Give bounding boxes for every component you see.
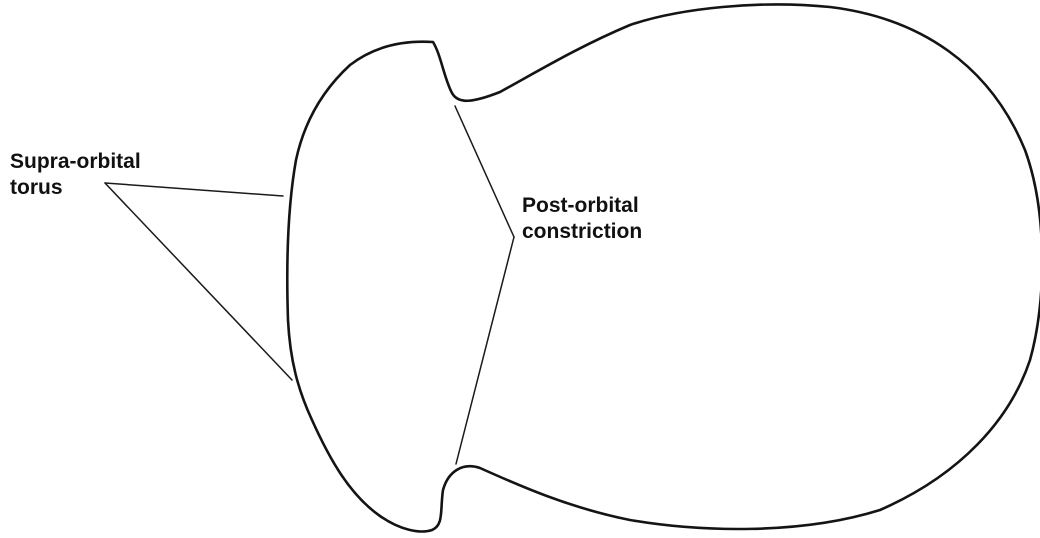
skull-outline: [287, 4, 1040, 531]
post-orbital-label-line2: constriction: [522, 219, 642, 245]
supra-orbital-label-line1: Supra-orbital: [10, 149, 141, 175]
post-orbital-constriction-label: Post-orbital constriction: [522, 193, 642, 245]
supra-orbital-leader-lower: [105, 183, 292, 380]
post-orbital-leader-lower: [456, 237, 514, 464]
post-orbital-leader-upper: [455, 106, 514, 237]
post-orbital-label-line1: Post-orbital: [522, 193, 642, 219]
supra-orbital-torus-label: Supra-orbital torus: [10, 149, 141, 201]
supra-orbital-label-line2: torus: [10, 175, 141, 201]
